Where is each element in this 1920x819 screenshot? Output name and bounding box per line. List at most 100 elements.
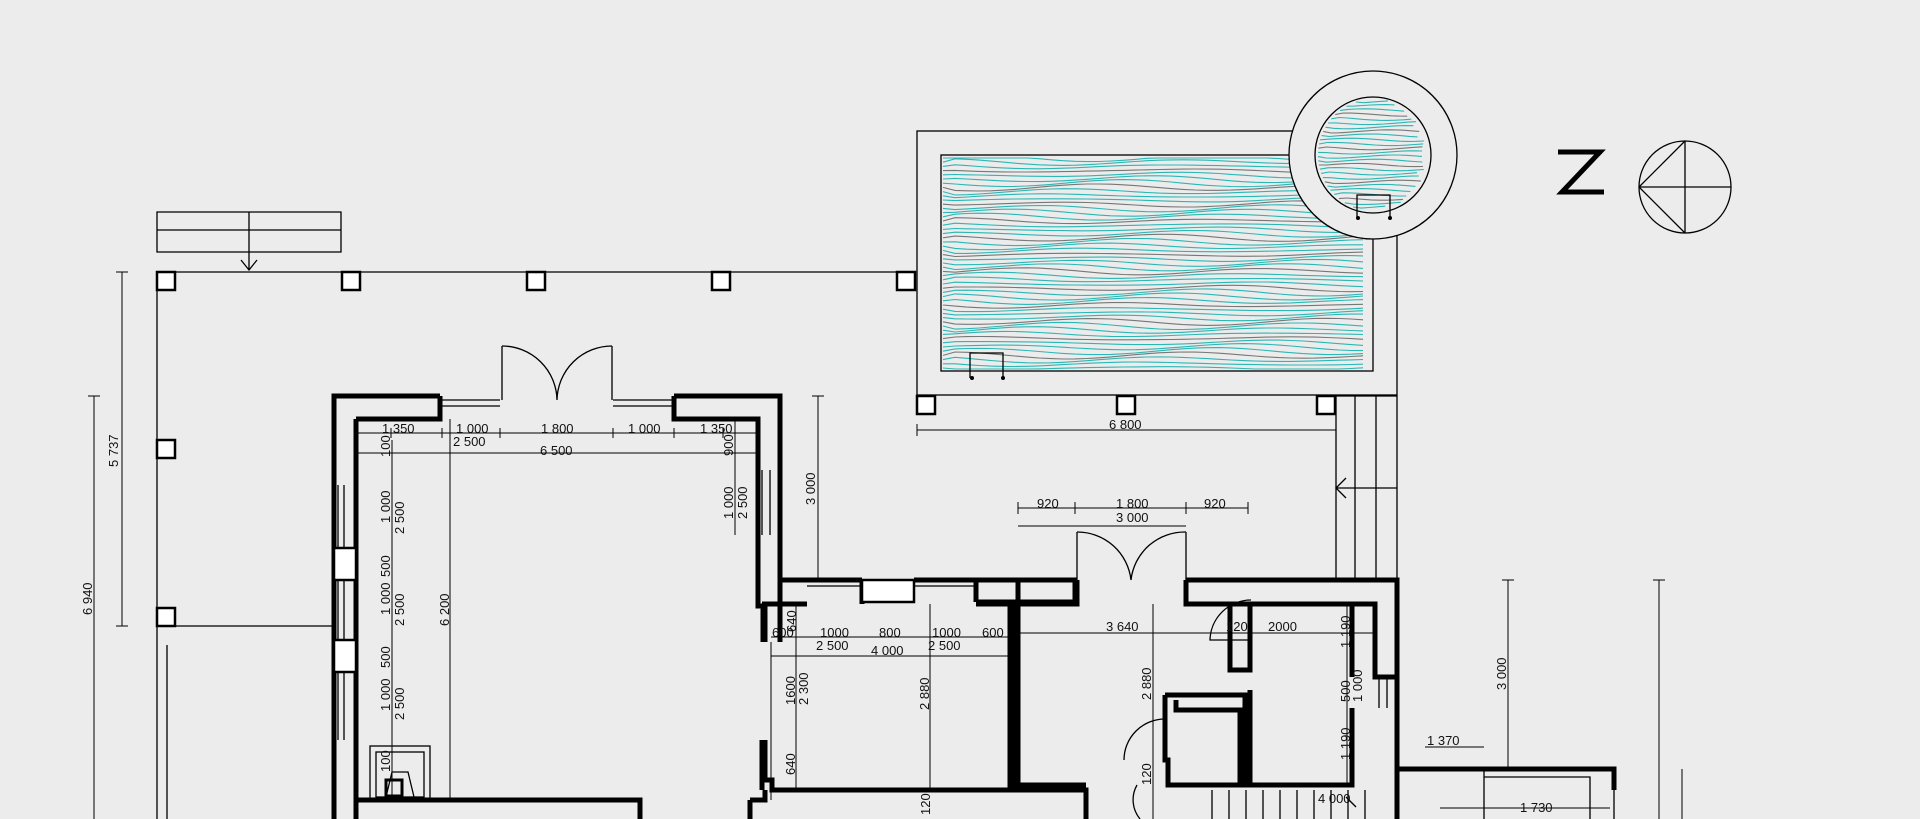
water-hatch-line — [943, 361, 1364, 368]
water-hatch-line — [1327, 183, 1416, 188]
dim-entry-3: 920 — [1204, 496, 1226, 511]
water-hatch-line — [942, 347, 1364, 356]
water-hatch-line — [942, 366, 1364, 370]
dim-hall-3: 120 — [1139, 763, 1154, 785]
water-hatch-line — [942, 271, 1364, 279]
water-hatch-line — [942, 307, 1364, 313]
water-hatch-line — [1346, 104, 1395, 107]
column — [710, 270, 732, 292]
water-hatch-line — [942, 297, 1364, 305]
jacuzzi-water-hatch — [1317, 100, 1425, 209]
dim-hall-2: 2 880 — [1139, 667, 1154, 700]
water-hatch-line — [942, 217, 1364, 225]
dim-left-wall-4: 500 — [378, 555, 393, 577]
water-hatch-line — [1340, 108, 1405, 112]
column — [525, 270, 547, 292]
water-hatch-line — [942, 317, 1364, 326]
column — [155, 606, 177, 628]
fireplace — [369, 745, 431, 801]
water-hatch-line — [942, 330, 1364, 338]
pool-water-hatch — [942, 157, 1364, 370]
dim-middle-3: 800 — [879, 625, 901, 640]
fireplace — [384, 778, 404, 798]
water-hatch-line — [942, 284, 1364, 293]
dim-middle-sub-1: 640 — [784, 610, 799, 632]
dim-front-total: 2 500 — [453, 434, 486, 449]
dim-middle-sub-4: 2 500 — [928, 638, 961, 653]
north-arrow-icon — [1556, 149, 1606, 195]
dim-right-3: 1 730 — [1520, 800, 1553, 815]
dim-right-1: 3 000 — [1494, 657, 1509, 690]
column — [340, 270, 362, 292]
water-hatch-line — [1323, 129, 1420, 134]
water-hatch-line — [1318, 158, 1423, 163]
dimension-lines — [88, 271, 1683, 819]
water-hatch-line — [942, 321, 1364, 331]
wall-pier — [860, 578, 916, 604]
water-hatch-line — [942, 200, 1364, 208]
column — [895, 270, 917, 292]
water-hatch-line — [1318, 146, 1423, 151]
water-hatch-line — [942, 179, 1364, 188]
north-arrow-icon — [1556, 149, 1606, 195]
dimension-labels: 6 940 5 737 1 350 1 000 1 800 1 000 1 35… — [80, 417, 1553, 815]
terrace-steps — [156, 211, 342, 270]
dim-bath-2: 2000 — [1268, 619, 1297, 634]
closet-door — [1123, 718, 1166, 761]
water-hatch-line — [1321, 133, 1418, 138]
water-hatch-line — [942, 251, 1364, 258]
walls — [331, 393, 1617, 819]
water-hatch-line — [1319, 167, 1424, 172]
dim-middle-5: 600 — [982, 625, 1004, 640]
dim-bath-5: 1 000 — [1350, 669, 1365, 702]
dim-bath-6: 1 190 — [1338, 727, 1353, 760]
fireplace — [385, 771, 415, 798]
jacuzzi-ladder-icon — [1356, 216, 1360, 220]
dim-left-wall-9: 2 500 — [392, 687, 407, 720]
wall-pier — [332, 546, 358, 582]
water-hatch-line — [942, 229, 1364, 238]
pool-ladder-icon — [970, 376, 974, 380]
dim-right-wall-3: 2 500 — [735, 486, 750, 519]
water-hatch-line — [942, 281, 1364, 288]
water-hatch-line — [942, 310, 1364, 317]
dim-middle-4: 1000 — [932, 625, 961, 640]
jacuzzi-ladder-icon — [1388, 216, 1392, 220]
water-hatch-line — [942, 208, 1364, 217]
water-hatch-line — [942, 183, 1364, 192]
dim-left-wall-2: 1 000 — [378, 490, 393, 523]
double-door — [501, 346, 613, 400]
water-hatch-line — [1355, 100, 1388, 104]
wall-pier — [332, 638, 358, 674]
water-hatch-line — [1318, 150, 1423, 155]
dim-middle-v-1: 1600 — [783, 676, 798, 705]
dim-left-wall-7: 500 — [378, 646, 393, 668]
water-hatch-line — [942, 343, 1364, 352]
dim-left-outer: 6 940 — [80, 582, 95, 615]
water-hatch-line — [942, 204, 1364, 213]
jacuzzi-rim — [1288, 70, 1458, 240]
dim-pool-width: 6 800 — [1109, 417, 1142, 432]
water-hatch-line — [1324, 179, 1421, 184]
water-hatch-line — [942, 313, 1363, 322]
pool-basin — [940, 154, 1374, 372]
water-hatch-line — [1322, 175, 1419, 180]
water-hatch-line — [942, 255, 1364, 262]
dim-hall-4: 120 — [918, 793, 933, 815]
dim-right-wall-2: 1 000 — [721, 486, 736, 519]
column — [155, 270, 177, 292]
doors — [501, 345, 1252, 819]
entry-door — [1076, 531, 1187, 581]
dim-left-wall-6: 2 500 — [392, 593, 407, 626]
pool-ladder-icon — [969, 352, 1004, 378]
water-hatch-line — [942, 301, 1364, 309]
water-hatch-line — [942, 326, 1364, 334]
dim-left-wall-5: 1 000 — [378, 582, 393, 615]
dim-right-2: 1 370 — [1427, 733, 1460, 748]
jacuzzi-ladder-icon — [1356, 194, 1391, 218]
water-hatch-line — [1318, 162, 1423, 168]
arrow-icon — [1345, 796, 1357, 808]
water-hatch-line — [942, 335, 1364, 341]
pool — [916, 130, 1398, 396]
